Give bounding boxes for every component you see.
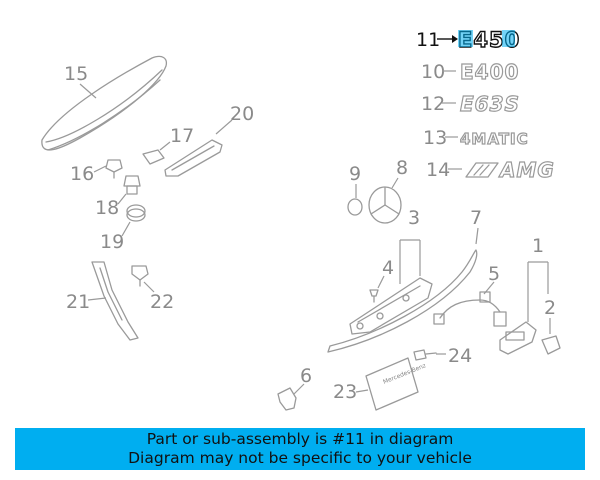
callout-8: 8 (396, 157, 408, 179)
part-9-ring: 9 (347, 163, 363, 216)
part-4-screw: 4 (369, 257, 394, 303)
part-6-bracket: 6 (277, 365, 312, 411)
parts-diagram: 11 E450 10 E400 12 E63S 13 4MATIC 14 AMG… (41, 27, 561, 411)
callout-18: 18 (95, 197, 119, 219)
callout-5: 5 (488, 263, 500, 285)
callout-24: 24 (448, 345, 472, 367)
part-23-plate: Mercedes-Benz 23 (333, 357, 427, 411)
callout-20: 20 (230, 103, 254, 125)
notice-line-1: Part or sub-assembly is #11 in diagram (146, 430, 454, 448)
notice-banner: Part or sub-assembly is #11 in diagram D… (15, 428, 585, 470)
callout-1: 1 (532, 235, 544, 257)
callout-14: 14 (426, 159, 450, 181)
part-20-bracket: 20 (164, 103, 254, 177)
part-16-clip: 16 (70, 159, 123, 185)
callout-13: 13 (423, 127, 447, 149)
callout-17: 17 (170, 125, 194, 147)
emblem-group: 11 E450 10 E400 12 E63S 13 4MATIC 14 AMG (416, 27, 555, 182)
part-17-nut: 17 (142, 125, 194, 165)
amg-stripe-line-2 (479, 164, 490, 176)
part-22-clip: 22 (131, 265, 174, 313)
callout-6: 6 (300, 365, 312, 387)
callout-23: 23 (333, 381, 357, 403)
part-24-bolt: 24 (413, 345, 472, 367)
arrow-11 (452, 35, 458, 43)
callout-21: 21 (66, 291, 90, 313)
amg-stripe-mark (465, 162, 499, 178)
callout-3: 3 (408, 207, 420, 229)
callout-22: 22 (150, 291, 174, 313)
callout-9: 9 (349, 163, 361, 185)
notice-line-2: Diagram may not be specific to your vehi… (128, 449, 472, 467)
emblem-e400: E400 (460, 60, 519, 84)
highlight-mark-5 (502, 30, 515, 47)
emblem-amg: AMG (498, 158, 555, 182)
part-15-spoiler: 15 (41, 55, 168, 151)
part-21-trim: 21 (66, 261, 139, 341)
part-3-handle: 3 (349, 207, 433, 335)
emblem-e63s: E63S (460, 92, 520, 116)
callout-11[interactable]: 11 (416, 29, 440, 51)
emblem-4matic: 4MATIC (460, 130, 529, 148)
callout-16: 16 (70, 163, 94, 185)
part-7-trim-strip: 7 (327, 207, 482, 353)
part-18-grommet: 18 (95, 175, 141, 219)
amg-stripe-line-1 (473, 164, 484, 176)
part-5-harness: 5 (433, 263, 507, 327)
part-1-lamp: 1 (499, 235, 549, 355)
part-2-lamp: 2 (541, 297, 561, 355)
callout-15: 15 (64, 63, 88, 85)
callout-19: 19 (100, 231, 124, 253)
callout-7: 7 (470, 207, 482, 229)
callout-12: 12 (421, 93, 445, 115)
callout-10: 10 (421, 61, 445, 83)
part-19-cap: 19 (100, 204, 146, 253)
highlight-mark-e (458, 30, 473, 47)
callout-4: 4 (382, 257, 394, 279)
callout-2: 2 (544, 297, 556, 319)
part-8-star-emblem: 8 (368, 157, 408, 224)
